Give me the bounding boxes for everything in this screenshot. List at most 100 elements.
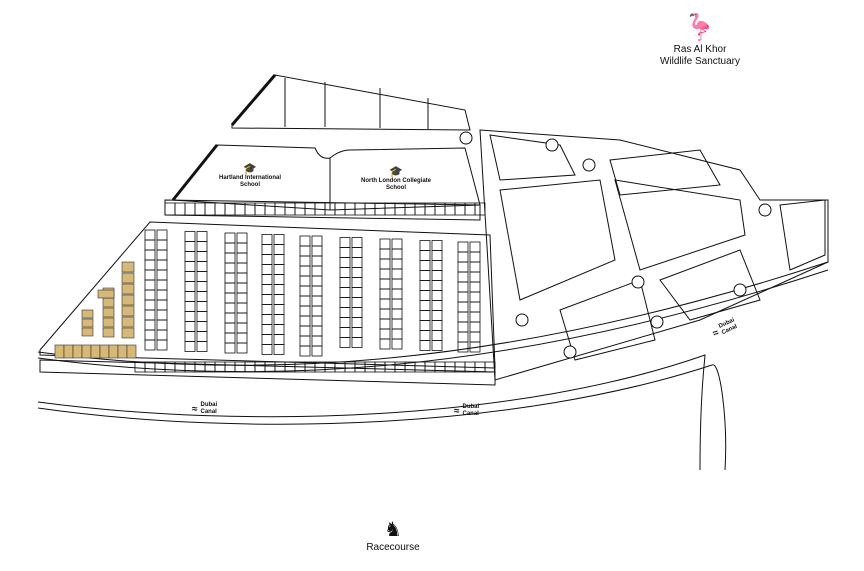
plot[interactable] — [224, 312, 236, 324]
plot[interactable] — [236, 322, 248, 334]
plot[interactable] — [384, 202, 396, 216]
plot[interactable] — [339, 257, 351, 268]
plot[interactable] — [339, 317, 351, 328]
plot[interactable] — [391, 338, 403, 350]
plot[interactable] — [351, 267, 363, 278]
plot[interactable] — [379, 318, 391, 330]
plot[interactable] — [379, 338, 391, 350]
plot[interactable] — [469, 291, 481, 303]
plot[interactable] — [134, 361, 146, 373]
plot[interactable] — [391, 268, 403, 280]
plot[interactable] — [196, 301, 208, 312]
plot[interactable] — [184, 331, 196, 342]
plot[interactable] — [261, 264, 273, 275]
plot[interactable] — [339, 247, 351, 258]
plot[interactable] — [144, 229, 156, 241]
plot[interactable] — [196, 281, 208, 292]
plot[interactable] — [339, 267, 351, 278]
plot[interactable] — [339, 327, 351, 338]
plot[interactable] — [419, 300, 431, 311]
plot[interactable] — [424, 202, 436, 216]
plot[interactable] — [457, 251, 469, 263]
plot[interactable] — [469, 301, 481, 313]
plot[interactable] — [236, 252, 248, 264]
plot[interactable] — [419, 280, 431, 291]
plot[interactable] — [184, 291, 196, 302]
plot[interactable] — [264, 361, 276, 373]
plot[interactable] — [374, 202, 386, 216]
plot[interactable] — [351, 237, 363, 248]
plot[interactable] — [379, 278, 391, 290]
plot[interactable] — [224, 262, 236, 274]
plot[interactable] — [457, 331, 469, 343]
plot[interactable] — [299, 305, 311, 317]
plot[interactable] — [404, 202, 416, 216]
plot[interactable] — [184, 281, 196, 292]
plot[interactable] — [196, 271, 208, 282]
plot[interactable] — [156, 259, 168, 271]
plot[interactable] — [299, 275, 311, 287]
plot[interactable] — [419, 340, 431, 351]
plot[interactable] — [196, 241, 208, 252]
plot[interactable] — [391, 318, 403, 330]
plot[interactable] — [144, 329, 156, 341]
plot[interactable] — [391, 258, 403, 270]
plot[interactable] — [196, 231, 208, 242]
plot[interactable] — [339, 287, 351, 298]
plot[interactable] — [144, 309, 156, 321]
plot[interactable] — [311, 305, 323, 317]
plot[interactable] — [469, 321, 481, 333]
plot[interactable] — [234, 361, 246, 373]
plot[interactable] — [419, 310, 431, 321]
plot[interactable] — [339, 297, 351, 308]
plot[interactable] — [299, 245, 311, 257]
plot[interactable] — [431, 310, 443, 321]
plot[interactable] — [394, 202, 406, 216]
plot[interactable] — [184, 321, 196, 332]
plot[interactable] — [261, 314, 273, 325]
plot[interactable] — [351, 307, 363, 318]
plot[interactable] — [174, 202, 186, 216]
plot[interactable] — [273, 284, 285, 295]
highlighted-plot[interactable] — [121, 272, 135, 284]
plot[interactable] — [214, 361, 226, 373]
plot[interactable] — [457, 281, 469, 293]
plot[interactable] — [379, 268, 391, 280]
plot[interactable] — [469, 311, 481, 323]
plot[interactable] — [431, 250, 443, 261]
plot[interactable] — [274, 361, 286, 373]
plot[interactable] — [469, 251, 481, 263]
plot[interactable] — [236, 242, 248, 254]
highlighted-plot[interactable] — [121, 283, 135, 295]
plot[interactable] — [311, 335, 323, 347]
plot[interactable] — [299, 295, 311, 307]
plot[interactable] — [431, 260, 443, 271]
plot[interactable] — [204, 361, 216, 373]
highlighted-plot[interactable] — [121, 305, 135, 317]
plot[interactable] — [294, 202, 306, 216]
plot[interactable] — [261, 234, 273, 245]
plot[interactable] — [184, 311, 196, 322]
plot[interactable] — [273, 274, 285, 285]
plot[interactable] — [273, 264, 285, 275]
plot[interactable] — [311, 295, 323, 307]
plot[interactable] — [351, 327, 363, 338]
plot[interactable] — [224, 342, 236, 354]
plot[interactable] — [156, 229, 168, 241]
plot[interactable] — [196, 341, 208, 352]
plot[interactable] — [144, 319, 156, 331]
plot[interactable] — [236, 282, 248, 294]
plot[interactable] — [261, 304, 273, 315]
plot[interactable] — [236, 262, 248, 274]
plot[interactable] — [431, 340, 443, 351]
plot[interactable] — [299, 285, 311, 297]
plot[interactable] — [184, 341, 196, 352]
plot[interactable] — [144, 299, 156, 311]
plot[interactable] — [224, 272, 236, 284]
highlighted-plot[interactable] — [63, 344, 74, 359]
plot[interactable] — [379, 298, 391, 310]
plot[interactable] — [236, 292, 248, 304]
plot[interactable] — [224, 252, 236, 264]
plot[interactable] — [469, 241, 481, 253]
plot[interactable] — [274, 202, 286, 216]
